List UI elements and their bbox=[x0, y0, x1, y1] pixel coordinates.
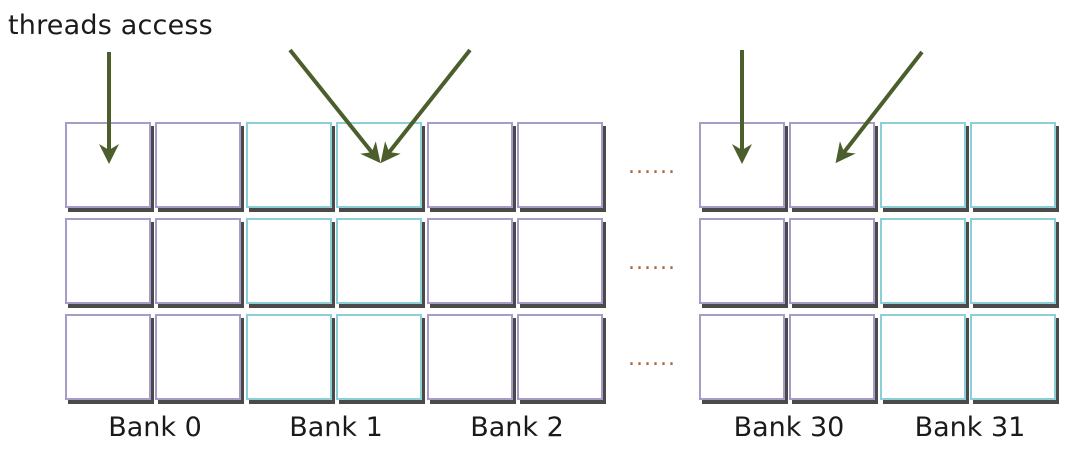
memory-cell bbox=[246, 218, 332, 304]
thread-arrow-to-bank1-a bbox=[288, 48, 381, 164]
ellipsis-dots: ...... bbox=[628, 346, 676, 371]
memory-cell bbox=[699, 314, 785, 400]
memory-cell bbox=[427, 314, 513, 400]
memory-cell bbox=[880, 122, 966, 208]
memory-cell bbox=[155, 218, 241, 304]
bank-2-label: Bank 2 bbox=[470, 412, 564, 443]
thread-arrow-to-bank1-b bbox=[380, 48, 472, 164]
memory-cell bbox=[970, 122, 1056, 208]
threads-access-title: threads access bbox=[8, 10, 213, 41]
memory-cell bbox=[517, 218, 603, 304]
memory-cell bbox=[427, 218, 513, 304]
memory-cell bbox=[517, 314, 603, 400]
memory-cell bbox=[699, 218, 785, 304]
memory-cell bbox=[336, 314, 422, 400]
bank-30-label: Bank 30 bbox=[733, 412, 845, 443]
memory-cell bbox=[880, 218, 966, 304]
memory-cell bbox=[65, 314, 151, 400]
memory-cell bbox=[336, 218, 422, 304]
bank-1-label: Bank 1 bbox=[289, 412, 383, 443]
memory-cell bbox=[970, 314, 1056, 400]
memory-cell bbox=[789, 122, 875, 208]
memory-cell bbox=[427, 122, 513, 208]
memory-cell bbox=[880, 314, 966, 400]
memory-cell bbox=[155, 314, 241, 400]
memory-cell bbox=[970, 218, 1056, 304]
memory-cell bbox=[789, 218, 875, 304]
memory-cell bbox=[65, 218, 151, 304]
bank-0-label: Bank 0 bbox=[108, 412, 202, 443]
bank-31-label: Bank 31 bbox=[914, 412, 1026, 443]
memory-cell bbox=[789, 314, 875, 400]
thread-arrow-to-bank30-b bbox=[835, 50, 924, 164]
memory-cell bbox=[246, 122, 332, 208]
memory-cell bbox=[155, 122, 241, 208]
ellipsis-dots: ...... bbox=[628, 154, 676, 179]
memory-cell bbox=[246, 314, 332, 400]
memory-cell bbox=[517, 122, 603, 208]
memory-cell bbox=[336, 122, 422, 208]
ellipsis-dots: ...... bbox=[628, 250, 676, 275]
